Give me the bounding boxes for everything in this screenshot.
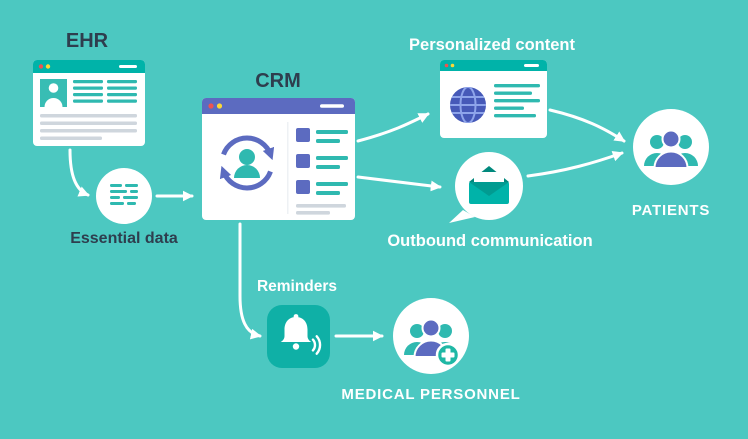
reminders-badge bbox=[267, 305, 330, 368]
contact-list-rows bbox=[296, 128, 348, 215]
arrow-personalized-content-to-patients bbox=[548, 108, 626, 143]
people-group-icon bbox=[644, 129, 698, 169]
document-lines-icon bbox=[110, 184, 138, 205]
outbound-communication-bubble bbox=[449, 152, 523, 223]
patient-avatar-icon bbox=[40, 79, 67, 107]
record-text-lines bbox=[73, 80, 137, 103]
crm-window-titlebar bbox=[202, 98, 355, 114]
crm-window-icon bbox=[202, 98, 355, 220]
content-text-lines bbox=[494, 84, 540, 118]
personalized-content-window-icon bbox=[440, 60, 547, 138]
node-label-outbound-communication: Outbound communication bbox=[387, 232, 593, 250]
globe-icon bbox=[450, 87, 486, 123]
arrow-crm-to-personalized-content bbox=[356, 112, 430, 143]
panel-divider bbox=[287, 122, 289, 214]
sound-wave-arcs bbox=[311, 335, 322, 355]
essential-data-badge bbox=[96, 168, 152, 224]
window-dots bbox=[208, 103, 344, 109]
sync-user-icon bbox=[219, 135, 275, 191]
arrow-crm-to-outbound-communication bbox=[356, 175, 442, 192]
envelope-icon bbox=[469, 166, 509, 204]
medical-personnel-badge bbox=[393, 298, 469, 374]
node-label-ehr: EHR bbox=[65, 30, 109, 52]
people-group-medical-icon bbox=[404, 318, 461, 368]
arrow-outbound-communication-to-patients bbox=[526, 151, 624, 178]
window-dots bbox=[444, 63, 539, 68]
window-titlebar bbox=[440, 60, 547, 71]
node-label-patients: PATIENTS bbox=[631, 202, 711, 219]
ehr-window-icon bbox=[33, 60, 145, 146]
node-label-crm: CRM bbox=[255, 70, 301, 92]
window-dots bbox=[38, 64, 137, 69]
node-label-reminders: Reminders bbox=[256, 278, 338, 295]
node-label-personalized-content: Personalized content bbox=[409, 36, 575, 54]
medical-cross-icon bbox=[435, 342, 461, 368]
gray-text-lines bbox=[40, 114, 137, 140]
bell-icon bbox=[280, 314, 322, 355]
patients-badge bbox=[633, 109, 709, 185]
node-label-medical-personnel: MEDICAL PERSONNEL bbox=[341, 386, 521, 403]
arrow-ehr-to-essential-data bbox=[68, 148, 90, 197]
speech-bubble-tail bbox=[449, 210, 475, 223]
node-label-essential-data: Essential data bbox=[70, 230, 178, 247]
ehr-window-titlebar bbox=[33, 60, 145, 73]
